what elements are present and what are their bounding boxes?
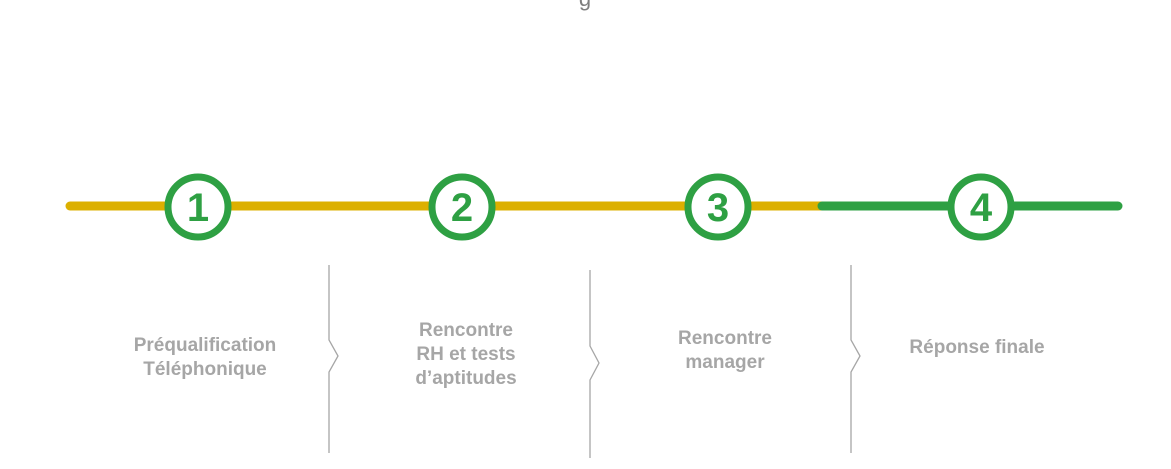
- step-label-4: Réponse finale: [909, 337, 1045, 358]
- step-divider-3: [850, 265, 861, 453]
- step-marker-1: 1: [164, 173, 232, 241]
- step-divider-2: [589, 270, 600, 458]
- step-marker-2: 2: [428, 173, 496, 241]
- step-divider-1: [328, 265, 339, 453]
- step-number-1: 1: [187, 186, 209, 230]
- step-number-3: 3: [707, 186, 729, 230]
- step-number-4: 4: [970, 186, 993, 230]
- step-label-2: Rencontre RH et tests d’aptitudes: [415, 320, 517, 389]
- step-label-1: Préqualification Téléphonique: [133, 335, 277, 380]
- partial-header-text: g: [579, 0, 591, 12]
- step-marker-3: 3: [684, 173, 752, 241]
- step-number-2: 2: [451, 186, 473, 230]
- step-marker-4: 4: [947, 173, 1015, 241]
- step-label-3: Rencontre manager: [678, 328, 772, 373]
